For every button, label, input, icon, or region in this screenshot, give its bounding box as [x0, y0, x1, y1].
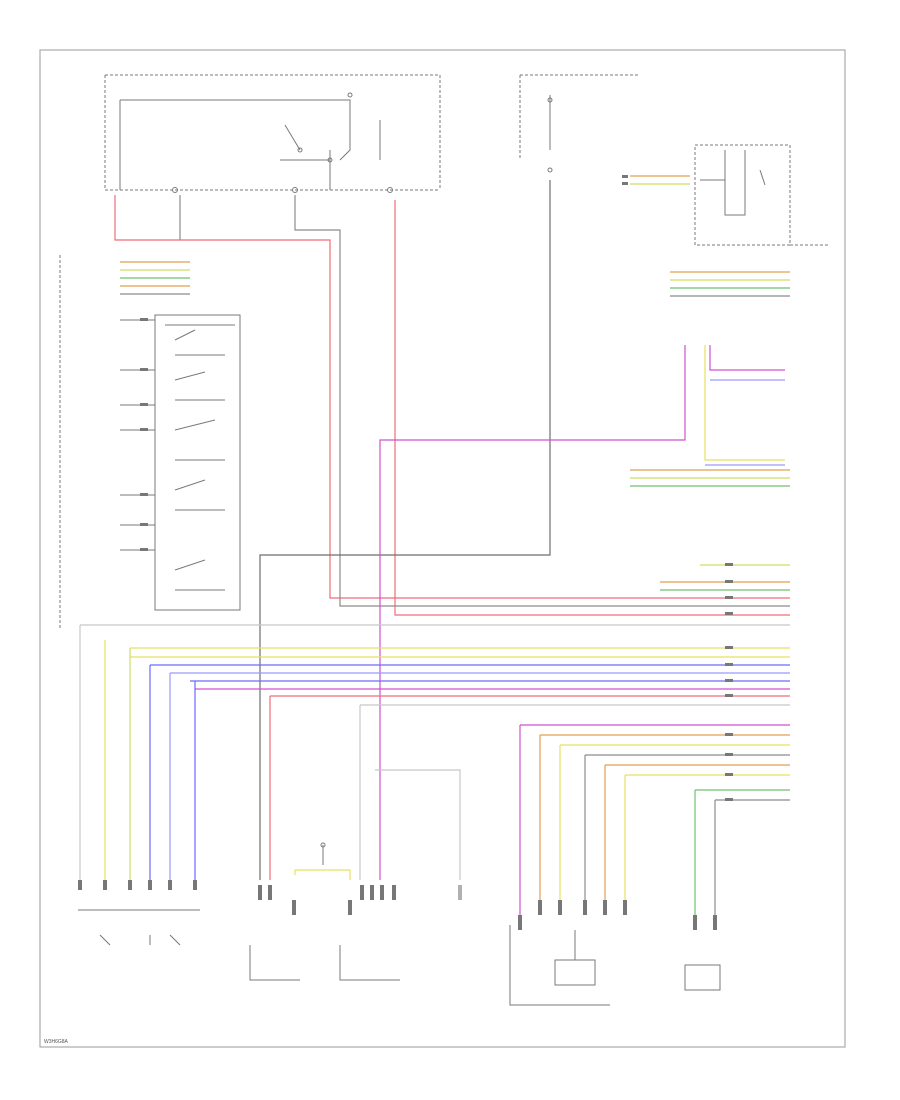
bottom-right-speed-sensor: [684, 915, 721, 991]
top-right-module: [622, 144, 830, 246]
right-bus-connectors: [725, 563, 733, 801]
wire-harness: [79, 175, 790, 915]
fuse-relay-panel: [104, 74, 441, 193]
wire-purple-main: [379, 345, 686, 880]
wire-gray-3: [259, 180, 551, 880]
wire-red-2: [394, 200, 790, 616]
left-switch-module: [59, 255, 241, 630]
bottom-middle-modules: [249, 842, 462, 981]
wire-red-1: [114, 195, 790, 599]
bottom-left-sensor: [78, 880, 200, 946]
wire-gray-1: [294, 195, 790, 607]
ignition-column: [519, 74, 640, 173]
diagram-frame: [39, 49, 846, 1048]
diagram-footer-id: W3H6G8A: [44, 1039, 69, 1045]
bottom-right-throttle: [509, 900, 627, 1006]
